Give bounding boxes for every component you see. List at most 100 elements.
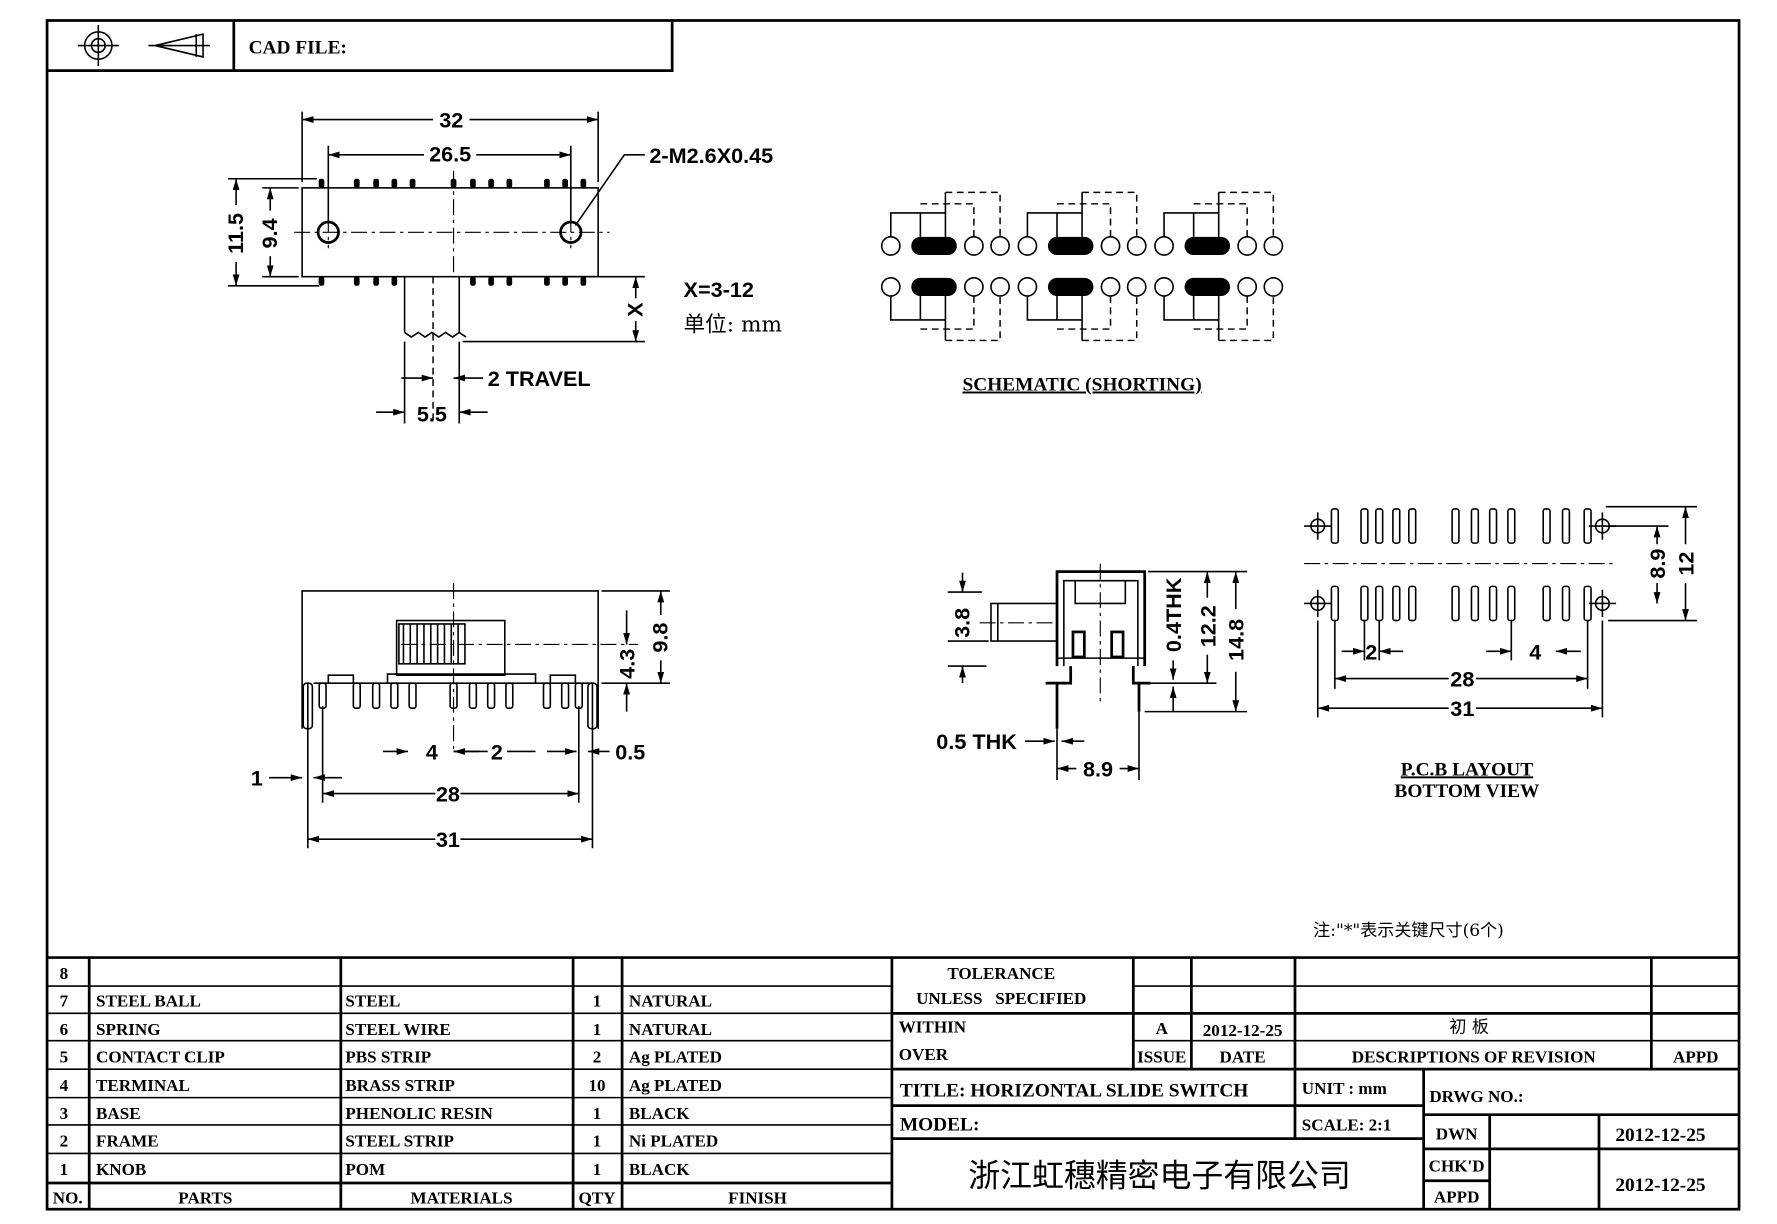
terminal-pin	[544, 178, 550, 188]
bom-cell-material: PBS STRIP	[345, 1047, 431, 1066]
bom-cell-no: 6	[60, 1020, 69, 1039]
terminal-pin	[506, 276, 513, 286]
terminal-pin	[318, 178, 325, 188]
bom-cell-qty: 10	[588, 1076, 605, 1095]
dim-31: 31	[436, 827, 460, 852]
contact-terminal	[1126, 277, 1147, 297]
pcb-dim-2: 2	[1365, 639, 1377, 664]
contact-terminal	[1237, 277, 1258, 297]
dim-8-9: 8.9	[1083, 757, 1113, 782]
schematic-wire-alt	[1193, 191, 1275, 237]
contact-terminal	[990, 236, 1010, 256]
bom-cell-qty: 1	[593, 1132, 602, 1151]
bom-cell-finish: NATURAL	[629, 1020, 712, 1039]
dim-32: 32	[439, 108, 463, 133]
bom-header-finish: FINISH	[728, 1189, 787, 1208]
bom-cell-finish: Ag PLATED	[629, 1047, 722, 1066]
bom-cell-part: BASE	[96, 1104, 141, 1123]
terminal-pin	[488, 276, 494, 286]
terminal-pin	[562, 276, 568, 286]
pcb-dim-12: 12	[1673, 552, 1698, 576]
chkd-appd-date: 2012-12-25	[1615, 1175, 1705, 1196]
issue-date: 2012-12-25	[1203, 1021, 1283, 1040]
schematic-wire-alt	[920, 296, 1001, 342]
key-dimension-note: 注:"*"表示关键尺寸(6个)	[1313, 921, 1504, 941]
bom-cell-part: CONTACT CLIP	[96, 1047, 225, 1066]
first-angle-projection-icon	[77, 25, 210, 67]
scale-label: SCALE: 2:1	[1302, 1116, 1392, 1135]
bom-cell-qty: 2	[593, 1047, 602, 1066]
terminal-pin	[373, 178, 379, 188]
title-block: TOLERANCE UNLESS SPECIFIED WITHIN OVER A…	[891, 957, 1740, 1210]
front-view: 9.8 4.3 4 2 0.5 1 28 31	[251, 583, 673, 852]
contact-terminal	[1126, 236, 1147, 256]
dim-9-8: 9.8	[648, 623, 673, 653]
contact-terminal	[1100, 277, 1121, 297]
pcb-pad	[1360, 508, 1369, 544]
pcb-pad	[1470, 508, 1480, 544]
drawing-title: TITLE: HORIZONTAL SLIDE SWITCH	[900, 1080, 1248, 1101]
pcb-pad	[1330, 508, 1340, 544]
schematic-wire	[1163, 192, 1220, 237]
within-label: WITHIN	[899, 1018, 967, 1037]
bom-header-materials: MATERIALS	[410, 1189, 512, 1208]
bom-cell-material: STEEL STRIP	[345, 1132, 454, 1151]
bom-cell-no: 4	[60, 1076, 69, 1095]
bom-cell-part: FRAME	[96, 1132, 159, 1151]
contact-terminal	[990, 277, 1010, 297]
bom-cell-no: 8	[60, 964, 69, 983]
drwg-no-label: DRWG NO.:	[1429, 1087, 1523, 1106]
pcb-pad	[1507, 508, 1516, 544]
dim-x: X	[623, 302, 648, 317]
contact-terminal	[1100, 236, 1121, 256]
contact-terminal	[963, 277, 984, 297]
bom-cell-material: PHENOLIC RESIN	[345, 1104, 493, 1123]
pcb-pad	[1488, 508, 1498, 544]
tolerance-label: TOLERANCE	[947, 964, 1055, 983]
bom-cell-no: 5	[60, 1047, 69, 1066]
dim-14-8: 14.8	[1224, 619, 1249, 661]
bom-cell-qty: 1	[593, 1104, 602, 1123]
pcb-pad	[1330, 585, 1340, 622]
contact-terminal	[1154, 236, 1174, 256]
dim-3-8: 3.8	[949, 608, 974, 638]
shorting-contact	[1047, 277, 1094, 297]
terminal-pin	[470, 178, 476, 188]
schematic-wire	[1026, 296, 1083, 341]
schematic-wire	[1163, 296, 1220, 341]
terminal-pin	[505, 682, 514, 710]
dim-0-4-thk: 0.4THK	[1161, 577, 1186, 652]
dwn-label: DWN	[1436, 1125, 1478, 1144]
pcb-dim-8-9: 8.9	[1645, 549, 1670, 579]
pcb-pad	[1451, 508, 1460, 544]
dwn-date: 2012-12-25	[1615, 1125, 1705, 1146]
contact-terminal	[880, 236, 901, 256]
bom-cell-material: STEEL	[345, 992, 400, 1011]
bom-cell-material: STEEL WIRE	[345, 1020, 450, 1039]
terminal-pin	[562, 178, 568, 188]
dim-4-3: 4.3	[615, 649, 640, 679]
bom-cell-part: KNOB	[96, 1160, 146, 1179]
contact-terminal	[1154, 277, 1174, 297]
company-name: 浙江虹穗精密电子有限公司	[968, 1156, 1351, 1194]
terminal-pin	[371, 682, 381, 710]
descriptions-of-revision-label: DESCRIPTIONS OF REVISION	[1352, 1047, 1597, 1066]
pcb-pad	[1470, 585, 1480, 622]
hole-crosshair	[1588, 589, 1617, 618]
terminal-pin	[468, 682, 478, 710]
terminal-pin	[408, 682, 417, 710]
pcb-pad	[1561, 585, 1571, 622]
pcb-pad	[1488, 585, 1498, 622]
bom-cell-finish: Ni PLATED	[629, 1132, 718, 1151]
bom-header-qty: QTY	[579, 1189, 616, 1208]
pcb-pad	[1507, 585, 1516, 622]
schematic-wire-alt	[920, 191, 1001, 237]
terminal-pin	[506, 178, 513, 188]
dim-pitch-2: 2	[491, 739, 503, 764]
terminal-pin	[391, 178, 398, 188]
dim-12-2: 12.2	[1195, 605, 1220, 647]
pcb-dim-28: 28	[1450, 667, 1474, 692]
dim-0-5: 0.5	[615, 739, 645, 764]
